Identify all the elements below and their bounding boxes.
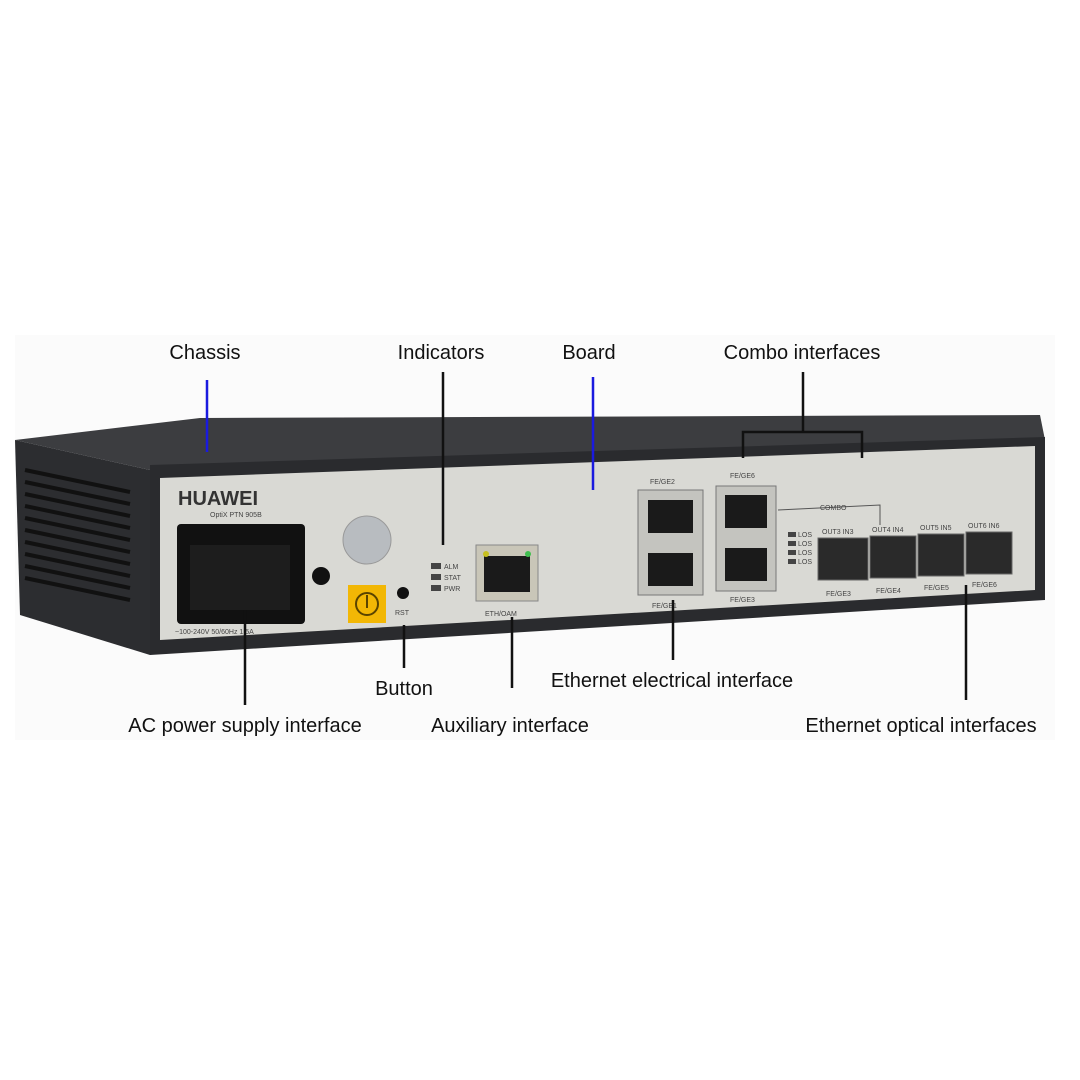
sfp-ports: OUT3 IN3 OUT4 IN4 OUT5 IN5 OUT6 IN6 FE/G…: [817, 523, 1013, 598]
board-label: Board: [562, 342, 615, 364]
chassis-top: [15, 415, 1045, 470]
button-label: Button: [375, 678, 433, 700]
svg-text:FE/GE4: FE/GE4: [876, 588, 901, 595]
los-leds: LOS LOS LOS LOS: [788, 532, 812, 566]
svg-text:OUT3 IN3: OUT3 IN3: [822, 529, 854, 536]
svg-text:LOS: LOS: [798, 550, 812, 557]
svg-text:LOS: LOS: [798, 559, 812, 566]
port-fe-ge1[interactable]: [648, 553, 693, 586]
model-label: OptiX PTN 905B: [210, 512, 262, 519]
fe-ge2-label: FE/GE2: [650, 479, 675, 486]
indicator-leds: ALM STAT PWR: [431, 563, 462, 593]
reset-label: RST: [395, 610, 410, 617]
sfp-fe-ge5[interactable]: [917, 533, 965, 577]
ethernet-electrical-label: Ethernet electrical interface: [551, 670, 793, 692]
svg-text:LOS: LOS: [798, 532, 812, 539]
chassis-side: [15, 440, 150, 655]
reset-button[interactable]: [397, 587, 409, 599]
huawei-logo: HUAWEI: [178, 488, 258, 510]
chassis-label: Chassis: [169, 342, 240, 364]
fe-ge1-label: FE/GE1: [652, 603, 677, 610]
svg-text:FE/GE6: FE/GE6: [972, 582, 997, 589]
svg-text:STAT: STAT: [444, 575, 462, 582]
combo-line: [777, 504, 881, 525]
combo-label: COMBO: [820, 505, 847, 512]
svg-text:PWR: PWR: [444, 586, 460, 593]
pointer-lines: [205, 372, 968, 705]
combo-ge3-label: FE/GE3: [730, 597, 755, 604]
svg-text:OUT5 IN5: OUT5 IN5: [920, 525, 952, 532]
svg-text:LOS: LOS: [798, 541, 812, 548]
ethernet-optical-label: Ethernet optical interfaces: [805, 715, 1036, 737]
sfp-fe-ge4[interactable]: [869, 535, 917, 579]
svg-text:FE/GE3: FE/GE3: [826, 591, 851, 598]
port-fe-ge2[interactable]: [648, 500, 693, 533]
sfp-fe-ge3[interactable]: [817, 537, 869, 581]
fe-ge6-label: FE/GE6: [730, 473, 755, 480]
indicators-label: Indicators: [398, 342, 485, 364]
port-combo-lower[interactable]: [725, 548, 767, 581]
svg-text:ALM: ALM: [444, 564, 459, 571]
sfp-fe-ge6[interactable]: [965, 531, 1013, 575]
power-hole: [312, 567, 330, 585]
vent-slots: [24, 468, 131, 602]
ground-screw: [342, 515, 392, 565]
combo-bracket: [741, 430, 864, 458]
ac-power-label: AC power supply interface: [128, 715, 361, 737]
power-rating: ~100-240V 50/60Hz 1.5A: [175, 629, 254, 636]
combo-interfaces-label: Combo interfaces: [724, 342, 881, 364]
auxiliary-interface-label: Auxiliary interface: [431, 715, 589, 737]
port-combo-upper[interactable]: [725, 495, 767, 528]
svg-text:OUT6 IN6: OUT6 IN6: [968, 523, 1000, 530]
svg-text:OUT4 IN4: OUT4 IN4: [872, 527, 904, 534]
svg-text:FE/GE5: FE/GE5: [924, 585, 949, 592]
eth-oam-label: ETH/OAM: [485, 611, 517, 618]
